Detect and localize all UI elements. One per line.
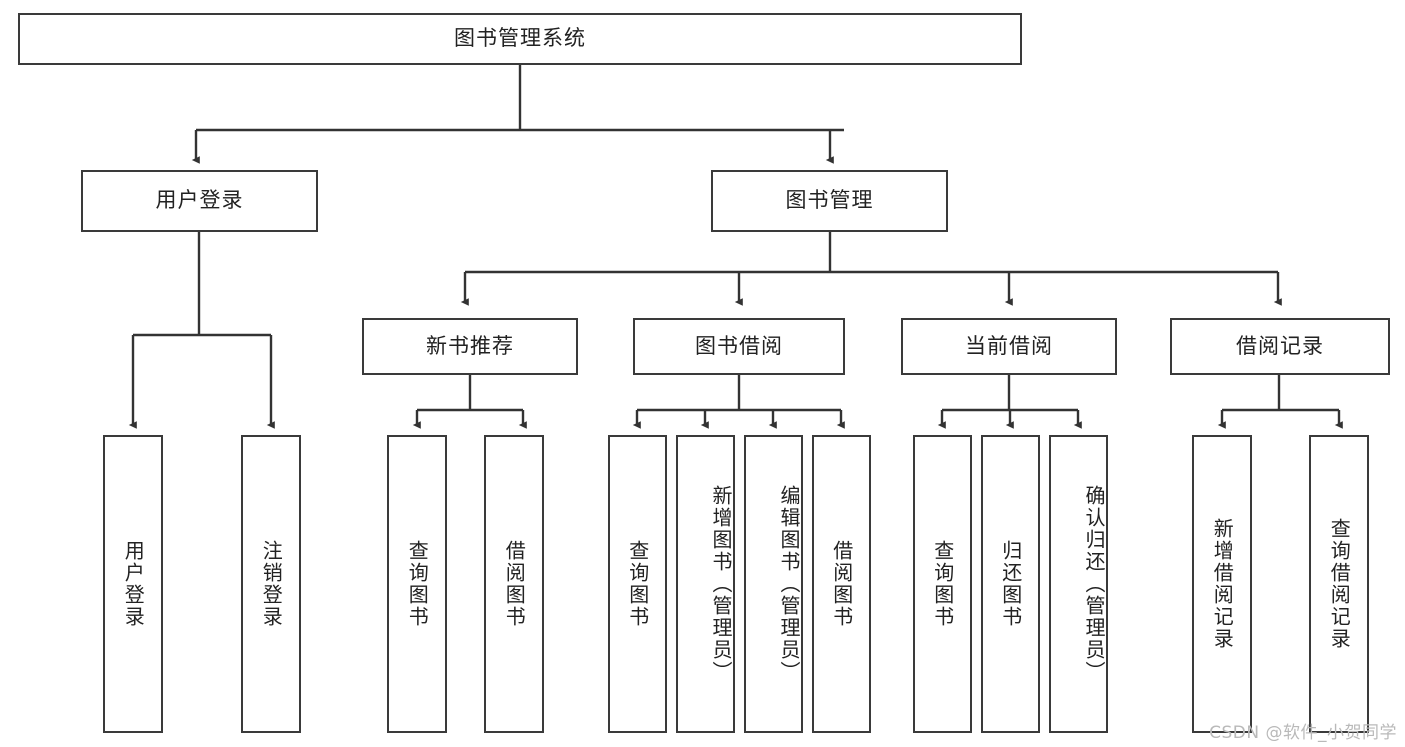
node-book-management[interactable]: 图书管理 <box>711 170 948 232</box>
leaf-edit-book-admin[interactable]: 编辑图书（管理员） <box>744 435 803 733</box>
node-current-borrow[interactable]: 当前借阅 <box>901 318 1117 375</box>
node-user-login[interactable]: 用户登录 <box>81 170 318 232</box>
leaf-query-book-recommend[interactable]: 查询图书 <box>387 435 447 733</box>
leaf-query-book-borrow[interactable]: 查询图书 <box>608 435 667 733</box>
csdn-watermark: CSDN @软件_小贺同学 <box>1209 723 1397 743</box>
leaf-logout[interactable]: 注销登录 <box>241 435 301 733</box>
node-borrow-record[interactable]: 借阅记录 <box>1170 318 1390 375</box>
leaf-borrow-book-recommend[interactable]: 借阅图书 <box>484 435 544 733</box>
leaf-add-book-admin[interactable]: 新增图书（管理员） <box>676 435 735 733</box>
leaf-add-borrow-record[interactable]: 新增借阅记录 <box>1192 435 1252 733</box>
leaf-return-book[interactable]: 归还图书 <box>981 435 1040 733</box>
node-book-borrow[interactable]: 图书借阅 <box>633 318 845 375</box>
leaf-borrow-book[interactable]: 借阅图书 <box>812 435 871 733</box>
leaf-confirm-return-admin[interactable]: 确认归还（管理员） <box>1049 435 1108 733</box>
leaf-user-login[interactable]: 用户登录 <box>103 435 163 733</box>
node-new-book-recommend[interactable]: 新书推荐 <box>362 318 578 375</box>
leaf-query-borrow-record[interactable]: 查询借阅记录 <box>1309 435 1369 733</box>
leaf-query-book-current[interactable]: 查询图书 <box>913 435 972 733</box>
node-root-system[interactable]: 图书管理系统 <box>18 13 1022 65</box>
